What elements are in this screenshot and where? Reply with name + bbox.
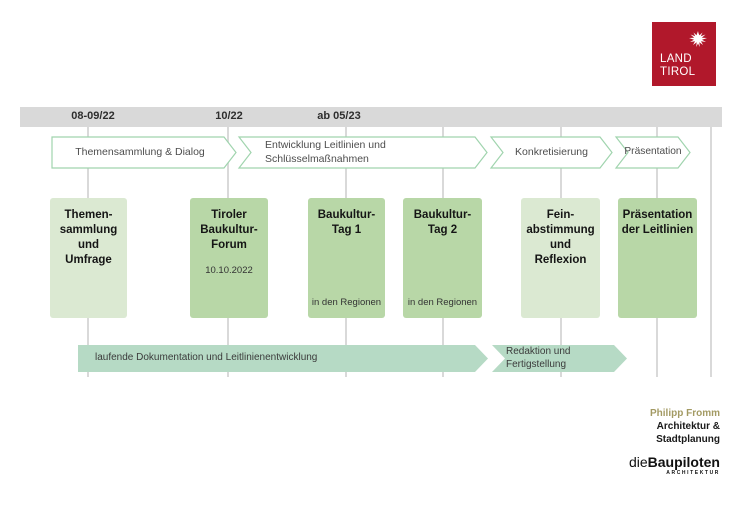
phase-label-themensammlung: Themensammlung & Dialog: [75, 145, 205, 158]
studio-name: Baupiloten: [647, 454, 720, 470]
credit-author: Philipp Fromm: [650, 408, 720, 419]
phase-arrow-entwicklung: [237, 136, 488, 169]
credit-line3: Stadtplanung: [656, 434, 720, 445]
logo-wordmark: LAND TIROL: [660, 53, 695, 79]
studio-subtitle: ARCHITEKTUR: [666, 470, 720, 476]
event-box-feinabstimmung: Fein- abstimmung und Reflexion: [521, 198, 600, 318]
gridline: [710, 127, 712, 377]
event-box-baukultur-tag-1: Baukultur- Tag 1 in den Regionen: [308, 198, 385, 318]
event-note: in den Regionen: [311, 297, 382, 308]
timeline-date-1: 08-09/22: [71, 110, 115, 122]
credit-line2: Architektur &: [656, 421, 720, 432]
logo-line2: TIROL: [660, 66, 696, 79]
event-note: in den Regionen: [407, 297, 478, 308]
progress-arrow-redaktion: [492, 345, 627, 372]
event-date: 10.10.2022: [205, 264, 253, 276]
event-title: Tiroler Baukultur- Forum: [200, 209, 258, 251]
event-box-themensammlung: Themen- sammlung und Umfrage: [50, 198, 127, 318]
event-title: Fein- abstimmung und Reflexion: [526, 209, 595, 266]
studio-prefix: die: [628, 454, 648, 470]
progress-arrow-dokumentation: [78, 345, 488, 372]
event-title: Präsentation der Leitlinien: [621, 209, 694, 236]
event-box-praesentation-leitlinien: Präsentation der Leitlinien: [618, 198, 697, 318]
timeline-date-3: ab 05/23: [317, 110, 361, 122]
land-tirol-logo: LAND TIROL: [652, 22, 716, 86]
phase-label-entwicklung: Entwicklung Leitlinien und Schlüsselmaßn…: [265, 139, 386, 165]
progress-label-dokumentation: laufende Dokumentation und Leitlinienent…: [95, 352, 318, 364]
phase-arrow-themensammlung: [51, 136, 237, 169]
timeline-bar: [20, 107, 722, 127]
progress-label-redaktion: Redaktion und Fertigstellung: [506, 346, 571, 370]
event-title: Baukultur- Tag 2: [413, 209, 472, 236]
event-title: Themen- sammlung und Umfrage: [59, 209, 118, 266]
baupiloten-logo: dieBaupiloten: [629, 455, 720, 469]
phase-arrow-praesentation: [614, 136, 691, 169]
credits-block: Philipp Fromm Architektur & Stadtplanung…: [629, 407, 720, 476]
phase-label-praesentation: Präsentation: [624, 146, 682, 158]
phase-arrow-konkretisierung: [489, 136, 613, 169]
event-box-baukultur-forum: Tiroler Baukultur- Forum 10.10.2022: [190, 198, 268, 318]
timeline-date-2: 10/22: [215, 110, 243, 122]
logo-line1: LAND: [660, 53, 692, 66]
tirol-eagle-icon: [689, 31, 707, 47]
phase-label-konkretisierung: Konkretisierung: [515, 145, 588, 158]
event-box-baukultur-tag-2: Baukultur- Tag 2 in den Regionen: [403, 198, 482, 318]
event-title: Baukultur- Tag 1: [317, 209, 376, 236]
